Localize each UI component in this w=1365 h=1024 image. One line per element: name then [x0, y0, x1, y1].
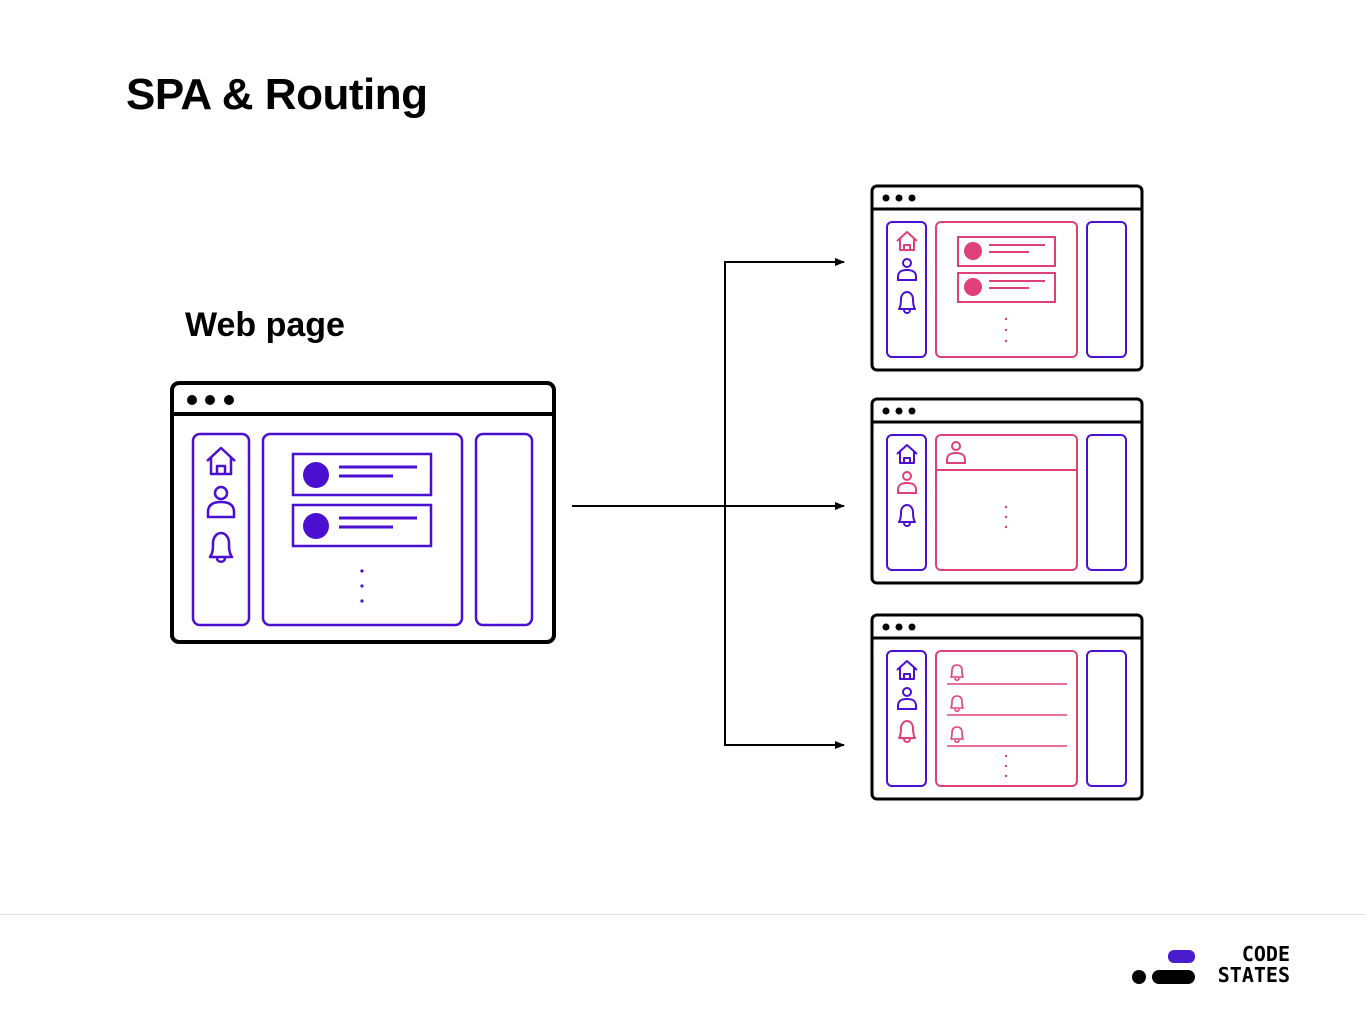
bell-icon — [898, 291, 916, 314]
slide-title: SPA & Routing — [126, 70, 428, 119]
user-icon — [897, 258, 917, 281]
feed-card — [291, 452, 433, 497]
notification-item — [947, 695, 1067, 716]
route-window-notifications — [870, 613, 1144, 801]
user-icon — [897, 471, 917, 494]
more-dots — [360, 569, 364, 603]
bell-icon — [898, 504, 916, 527]
route-window-feed — [870, 184, 1144, 372]
brand-line-2: STATES — [1217, 963, 1290, 987]
more-dots — [1004, 317, 1008, 343]
user-icon — [897, 687, 917, 710]
brand-line-1: CODE — [1241, 942, 1290, 966]
brand-logo-mark — [1132, 950, 1195, 984]
more-dots — [1004, 505, 1008, 529]
main-right-panel — [474, 432, 534, 627]
home-icon — [896, 231, 918, 251]
main-sidebar — [191, 432, 251, 627]
main-content-panel — [261, 432, 464, 627]
footer-divider — [0, 914, 1365, 915]
user-icon — [206, 485, 236, 519]
feed-card — [957, 236, 1056, 267]
feed-card — [291, 503, 433, 548]
window-dots — [187, 395, 234, 405]
profile-user-icon — [946, 441, 966, 464]
route-window-profile — [870, 397, 1144, 585]
feed-card — [957, 272, 1056, 303]
bell-icon — [898, 720, 916, 743]
notification-item — [947, 726, 1067, 747]
brand-wordmark: CODE STATES — [1198, 944, 1290, 986]
webpage-label: Web page — [185, 306, 345, 344]
home-icon — [896, 444, 918, 464]
routing-arrows — [572, 258, 845, 749]
notification-item — [947, 664, 1067, 685]
home-icon — [206, 446, 236, 476]
bell-icon — [208, 531, 234, 563]
more-dots — [1004, 754, 1008, 778]
main-browser-window — [170, 381, 556, 644]
home-icon — [896, 660, 918, 680]
